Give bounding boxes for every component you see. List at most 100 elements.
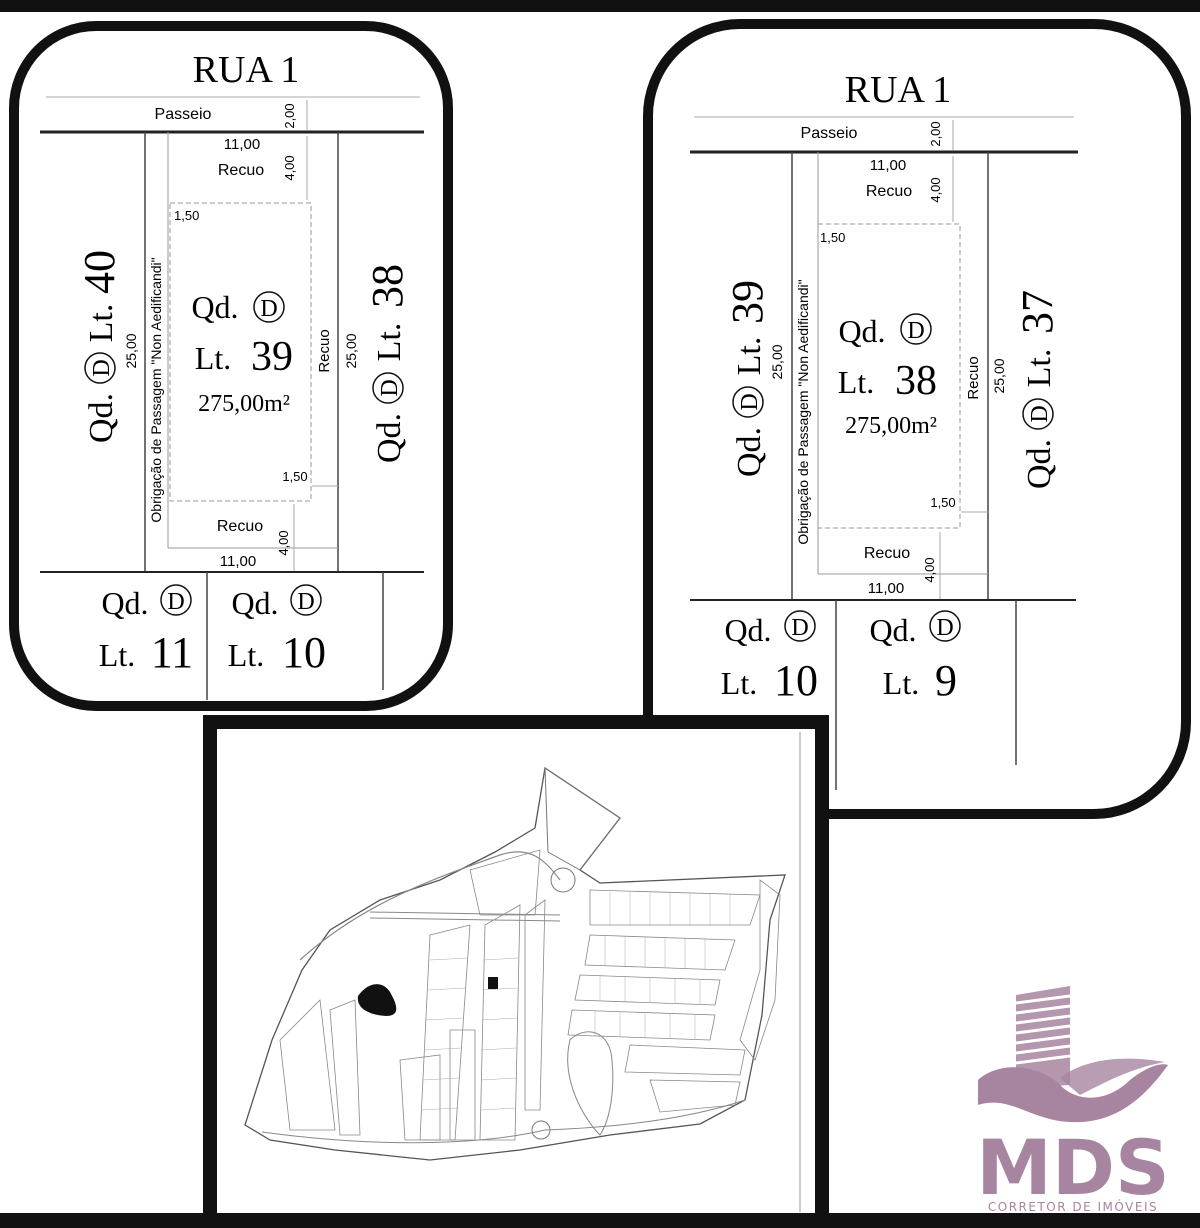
svg-text:D: D <box>89 359 115 376</box>
lot-qd: Qd. <box>838 313 885 349</box>
easement-label: Obrigação de Passagem "Non Aedificandi" <box>795 279 811 544</box>
svg-text:40: 40 <box>75 250 124 294</box>
svg-text:D: D <box>297 589 314 615</box>
rear-neighbor-2: Qd. D Lt. 10 <box>228 584 326 677</box>
svg-text:D: D <box>377 379 403 396</box>
svg-text:Qd.: Qd. <box>371 413 408 463</box>
side-offset-top: 1,50 <box>174 208 199 223</box>
svg-text:Lt.: Lt. <box>228 637 264 673</box>
depth-left: 25,00 <box>123 333 139 368</box>
lot-block: D <box>260 296 277 322</box>
lot-label: Qd. D Lt. 38 275,00m² <box>838 313 937 439</box>
depth-right: 25,00 <box>991 358 1007 393</box>
site-plan <box>203 715 829 1228</box>
svg-text:Qd.: Qd. <box>1021 439 1058 489</box>
svg-text:Qd.: Qd. <box>83 393 120 443</box>
rear-setback-depth: 4,00 <box>922 557 937 582</box>
side-setback-label: Recuo <box>965 356 982 399</box>
front-setback-label: Recuo <box>866 183 912 200</box>
lot-area: 275,00m² <box>198 391 290 417</box>
svg-text:Lt.: Lt. <box>99 637 135 673</box>
rear-width: 11,00 <box>220 553 256 570</box>
svg-text:10: 10 <box>774 656 818 705</box>
brand-logo: MDS CORRETOR DE IMÓVEIS <box>976 986 1170 1214</box>
depth-right: 25,00 <box>343 333 359 368</box>
svg-text:D: D <box>737 393 763 410</box>
rear-neighbor-1: Qd. D Lt. 11 <box>99 584 193 677</box>
lot-number: 39 <box>251 334 293 380</box>
rear-neighbor-1: Qd. D Lt. 10 <box>721 610 818 705</box>
site-boundary <box>244 766 786 1161</box>
svg-text:Lt.: Lt. <box>883 665 919 701</box>
brand-name: MDS <box>976 1123 1169 1212</box>
lot-number: 38 <box>895 358 937 404</box>
lot-area: 275,00m² <box>845 413 937 439</box>
buildable-area <box>817 223 961 529</box>
svg-text:9: 9 <box>935 656 957 705</box>
svg-text:Qd.: Qd. <box>101 585 148 621</box>
lot-lt: Lt. <box>838 364 874 400</box>
side-offset-bottom: 1,50 <box>930 495 955 510</box>
brand-tagline: CORRETOR DE IMÓVEIS <box>988 1199 1158 1214</box>
svg-text:Qd.: Qd. <box>731 427 768 477</box>
svg-text:Lt.: Lt. <box>731 337 768 376</box>
rear-setback-label: Recuo <box>217 518 263 535</box>
svg-text:D: D <box>936 615 953 641</box>
lot-blocks <box>279 849 781 1141</box>
bottom-border <box>0 1213 1200 1228</box>
easement-label: Obrigação de Passagem "Non Aedificandi" <box>148 257 164 522</box>
svg-text:Lt.: Lt. <box>721 665 757 701</box>
svg-text:D: D <box>167 589 184 615</box>
front-setback-depth: 4,00 <box>928 177 943 202</box>
svg-text:39: 39 <box>723 280 772 324</box>
street-label: RUA 1 <box>193 49 300 91</box>
side-offset-top: 1,50 <box>820 230 845 245</box>
svg-text:D: D <box>1027 405 1053 422</box>
left-neighbor-label: Qd. D Lt. 39 <box>723 280 772 477</box>
svg-text:Qd.: Qd. <box>869 612 916 648</box>
svg-text:11: 11 <box>151 628 193 677</box>
svg-text:Lt.: Lt. <box>83 304 120 343</box>
svg-text:38: 38 <box>363 264 412 308</box>
svg-text:Qd.: Qd. <box>231 585 278 621</box>
front-setback-depth: 4,00 <box>282 155 297 180</box>
wave-icon <box>978 1058 1168 1123</box>
street-label: RUA 1 <box>845 69 952 111</box>
front-width: 11,00 <box>224 136 260 153</box>
sidewalk-width: 2,00 <box>282 103 297 128</box>
svg-text:Lt.: Lt. <box>371 323 408 362</box>
side-setback-label: Recuo <box>316 329 333 372</box>
plan-right: RUA 1 Passeio 2,00 11,00 Recuo 4,00 1,50… <box>643 19 1191 819</box>
plan-left-frame <box>9 21 453 711</box>
sidewalk-label: Passeio <box>155 106 212 123</box>
buildable-area <box>169 202 312 502</box>
right-neighbor-label: Qd. D Lt. 38 <box>363 264 412 463</box>
sidewalk-label: Passeio <box>801 125 858 142</box>
rear-width: 11,00 <box>868 580 904 597</box>
svg-text:Lt.: Lt. <box>1021 349 1058 388</box>
depth-left: 25,00 <box>769 344 785 379</box>
lot-label: Qd. D Lt. 39 275,00m² <box>191 289 293 417</box>
rear-neighbor-2: Qd. D Lt. 9 <box>869 610 961 705</box>
lot-qd: Qd. <box>191 289 238 325</box>
left-neighbor-label: Qd. D Lt. 40 <box>75 250 124 443</box>
svg-text:37: 37 <box>1013 290 1062 334</box>
rear-setback-label: Recuo <box>864 545 910 562</box>
top-border <box>0 0 1200 12</box>
rear-setback-depth: 4,00 <box>276 530 291 555</box>
right-neighbor-label: Qd. D Lt. 37 <box>1013 290 1062 489</box>
svg-text:10: 10 <box>282 628 326 677</box>
svg-text:D: D <box>791 615 808 641</box>
front-width: 11,00 <box>870 157 906 174</box>
pond <box>357 984 397 1016</box>
sidewalk-width: 2,00 <box>928 121 943 146</box>
lot-block: D <box>907 318 924 344</box>
plan-right-frame <box>643 19 1191 819</box>
svg-text:Qd.: Qd. <box>724 612 771 648</box>
side-offset-bottom: 1,50 <box>282 469 307 484</box>
plan-left: RUA 1 Passeio 2,00 11,00 Recuo 4,00 1,50… <box>9 21 453 711</box>
building-icon <box>1015 986 1071 1088</box>
lot-lt: Lt. <box>195 340 231 376</box>
front-setback-label: Recuo <box>218 162 264 179</box>
